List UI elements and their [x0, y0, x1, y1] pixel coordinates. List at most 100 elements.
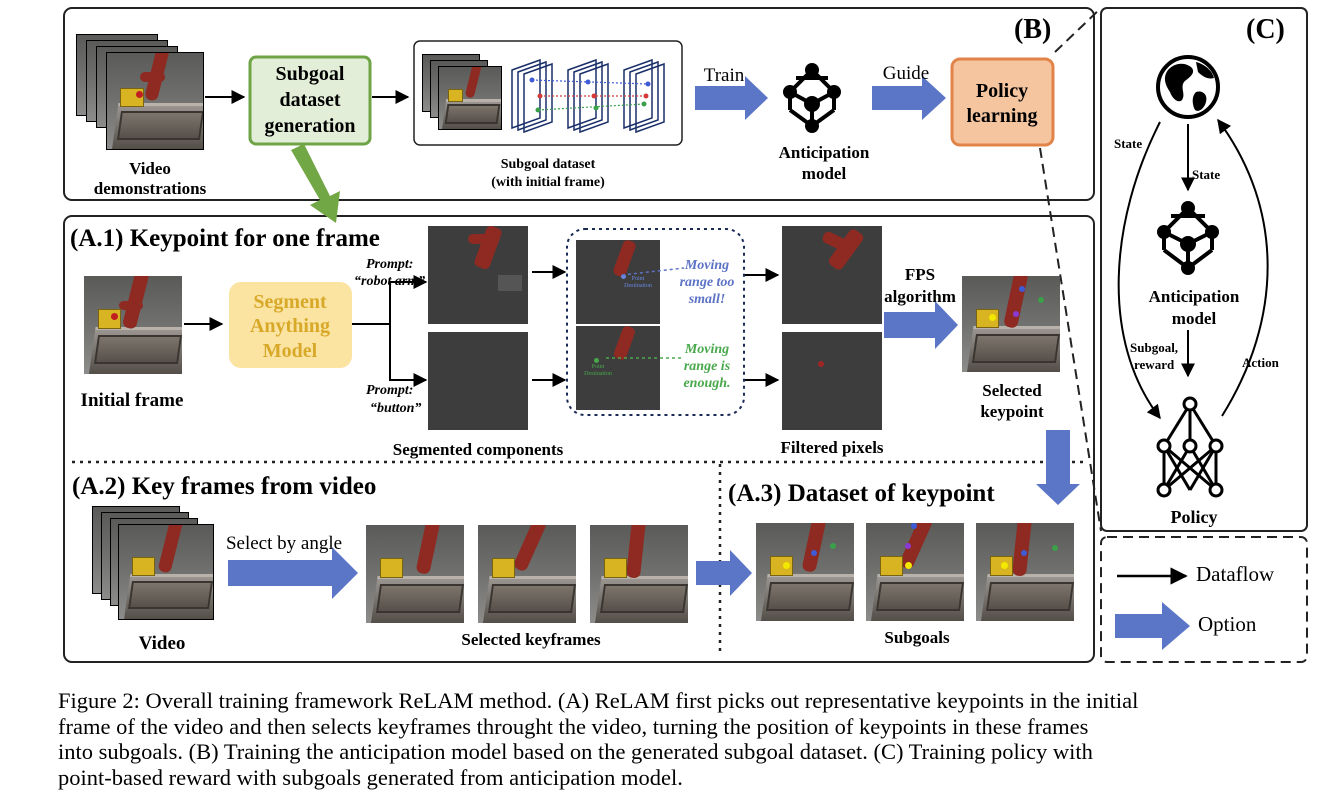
- a3-tag: (A.3): [728, 480, 782, 507]
- label-policy-learning-1: Policy: [975, 80, 1029, 102]
- initial-frame-image: [84, 276, 182, 374]
- policy-network-icon: [1156, 396, 1224, 498]
- label-anticipation-2: model: [801, 164, 847, 183]
- segmented-arm-image: [428, 226, 528, 324]
- subgoal-2-image: [866, 523, 964, 621]
- label-panel-a1: (A.1) Keypoint for one frame: [70, 226, 380, 251]
- label-prompt-button-2: “button”: [370, 401, 422, 416]
- note-small-1: Moving: [684, 258, 730, 273]
- label-initial-frame: Initial frame: [80, 390, 184, 411]
- note-small-2: range too: [679, 275, 735, 290]
- label-c-subgoal-reward-2: reward: [1134, 357, 1175, 372]
- label-c-anticipation-2: model: [1171, 309, 1217, 328]
- subgoal-1-image: [756, 523, 854, 621]
- label-fps-2: algorithm: [884, 287, 956, 306]
- caption-line-1: Figure 2: Overall training framework ReL…: [58, 688, 1139, 713]
- label-sam-3: Model: [262, 340, 318, 362]
- label-segmented-components: Segmented components: [392, 440, 564, 459]
- panel-a-frame: [63, 215, 1095, 663]
- anticipation-network-icon-c: [1157, 201, 1219, 275]
- label-prompt-arm-1: Prompt:: [366, 257, 414, 272]
- label-panel-a3: (A.3) Dataset of keypoint: [728, 481, 995, 506]
- label-fps-1: FPS: [904, 265, 936, 284]
- globe-icon: [1156, 55, 1220, 119]
- legend-dataflow-label: Dataflow: [1196, 562, 1275, 586]
- a1-tag: (A.1): [70, 225, 124, 252]
- label-point-dest-bottom-1: Point: [591, 364, 605, 370]
- keyframe-3-image: [590, 525, 688, 623]
- selected-keypoint-image: [962, 276, 1060, 372]
- c-arrow-action: [1217, 118, 1269, 417]
- option-arrow-train: [695, 76, 768, 120]
- dataset-frame: [438, 66, 502, 130]
- a2-tag: (A.2): [72, 473, 126, 500]
- keyframe-1-image: [366, 525, 464, 623]
- label-c-action: Action: [1242, 355, 1279, 370]
- label-sam-1: Segment: [253, 291, 327, 313]
- arrow-sam-to-arm: [389, 275, 428, 324]
- label-generation-2: dataset: [279, 89, 341, 111]
- keyframe-2-image: [478, 525, 576, 623]
- label-panel-b: (B): [1014, 14, 1052, 45]
- check-arm-image: [576, 240, 660, 324]
- a1-title: Keypoint for one frame: [129, 225, 380, 252]
- label-point-dest-top-1: Point: [631, 276, 645, 282]
- sam-box: [229, 282, 352, 368]
- zoom-line-bottom: [1039, 147, 1102, 532]
- option-arrow-keyframes-to-subgoals: [696, 550, 752, 596]
- label-selected-keyframes: Selected keyframes: [461, 630, 601, 649]
- segmented-button-image: [428, 332, 528, 430]
- anticipation-network-icon: [783, 63, 841, 133]
- option-arrow-fps: [884, 301, 958, 349]
- dataset-dots: [529, 77, 651, 113]
- subgoal-3-image: [976, 523, 1074, 621]
- label-selected-keypoint-2: keypoint: [980, 402, 1044, 421]
- label-sam-2: Anything: [249, 315, 331, 337]
- label-prompt-button-1: Prompt:: [366, 383, 414, 398]
- subgoal-generation-box: [248, 55, 372, 146]
- option-arrow-guide: [872, 76, 946, 120]
- arrow-sam-to-button: [389, 324, 428, 387]
- label-policy-learning-2: learning: [966, 105, 1038, 127]
- label-subgoal-dataset-1: Subgoal dataset: [500, 157, 596, 172]
- label-panel-a2: (A.2) Key frames from video: [72, 474, 376, 499]
- label-prompt-arm-2: “robot arm”: [354, 274, 426, 289]
- label-video-demonstrations-2: demonstrations: [93, 179, 207, 198]
- filtered-button-image: [782, 332, 882, 430]
- c-arrow-state-left: [1117, 121, 1161, 420]
- note-enough-3: enough.: [683, 376, 731, 391]
- a3-title: Dataset of keypoint: [787, 480, 995, 507]
- label-guide: Guide: [882, 63, 930, 84]
- green-arrow-generation-to-a1: [291, 144, 340, 223]
- diagram-canvas: [63, 7, 1308, 663]
- policy-learning-box: [950, 57, 1055, 147]
- label-generation-3: generation: [264, 115, 356, 137]
- label-select-by-angle: Select by angle: [225, 533, 343, 554]
- video-demo-frame: [106, 52, 204, 150]
- moving-range-check-box: [566, 228, 745, 416]
- caption-line-3: into subgoals. (B) Training the anticipa…: [58, 739, 1093, 764]
- legend-option-arrow: [1115, 602, 1190, 650]
- filtered-arm-image: [782, 226, 882, 324]
- caption-line-4: point-based reward with subgoals generat…: [58, 764, 683, 790]
- label-subgoal-dataset-2: (with initial frame): [491, 175, 605, 190]
- label-point-dest-top-2: Destination: [624, 283, 652, 289]
- note-enough-1: Moving: [684, 342, 730, 357]
- label-c-policy: Policy: [1170, 507, 1218, 527]
- label-filtered-pixels: Filtered pixels: [780, 438, 884, 457]
- check-dashed-lines: [606, 267, 685, 359]
- label-generation-1: Subgoal: [275, 63, 345, 85]
- video-frame: [118, 524, 214, 620]
- a2-title: Key frames from video: [131, 473, 377, 500]
- label-point-dest-bottom-2: Destination: [584, 371, 612, 377]
- note-small-3: small!: [688, 292, 726, 307]
- panel-b-frame: [63, 7, 1095, 201]
- zoom-line-top: [1054, 7, 1102, 53]
- label-train: Train: [703, 65, 745, 86]
- label-c-subgoal-reward-1: Subgoal,: [1130, 340, 1179, 355]
- label-panel-c: (C): [1246, 14, 1285, 45]
- caption-line-2: frame of the video and then selects keyf…: [58, 713, 1089, 739]
- legend-frame: [1100, 536, 1308, 663]
- label-c-state-left: State: [1114, 136, 1143, 151]
